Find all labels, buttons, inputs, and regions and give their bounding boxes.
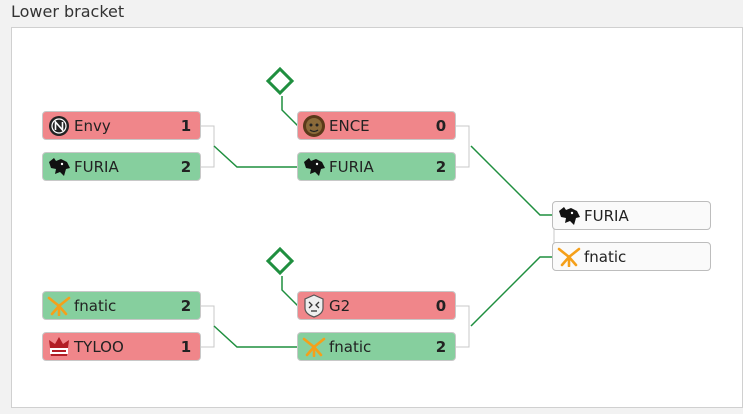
- furia-logo-icon: [556, 203, 582, 229]
- team-score: 0: [435, 116, 447, 135]
- g2-logo-icon: [301, 293, 327, 319]
- team-name: TYLOO: [74, 337, 124, 356]
- team-score: 1: [180, 337, 192, 356]
- team-score: 1: [180, 116, 192, 135]
- ence-logo-icon: [301, 113, 327, 139]
- team-score: 0: [435, 296, 447, 315]
- bracket-team-slot[interactable]: fnatic 2: [42, 291, 201, 320]
- bracket-team-slot[interactable]: G2 0: [297, 291, 456, 320]
- bracket-connectors: [201, 96, 565, 348]
- team-name: fnatic: [329, 337, 372, 356]
- fnatic-logo-icon: [46, 293, 72, 319]
- furia-logo-icon: [46, 154, 72, 180]
- team-name: FURIA: [329, 157, 374, 176]
- team-name: FURIA: [584, 206, 629, 225]
- envy-logo-icon: [46, 113, 72, 139]
- fnatic-logo-icon: [301, 334, 327, 360]
- team-name: fnatic: [74, 296, 117, 315]
- bracket-team-slot[interactable]: Envy 1: [42, 111, 201, 140]
- bracket-team-slot[interactable]: FURIA: [552, 201, 711, 230]
- section-title: Lower bracket: [11, 2, 125, 21]
- team-name: Envy: [74, 116, 111, 135]
- team-score: 2: [435, 337, 447, 356]
- furia-logo-icon: [301, 154, 327, 180]
- team-name: G2: [329, 296, 351, 315]
- bracket-panel: Envy 1 FURIA 2 fnatic 2 TYLOO 1 ENCE 0: [11, 27, 743, 408]
- tyloo-logo-icon: [46, 334, 72, 360]
- bracket-team-slot[interactable]: ENCE 0: [297, 111, 456, 140]
- team-name: fnatic: [584, 247, 627, 266]
- team-score: 2: [435, 157, 447, 176]
- team-name: ENCE: [329, 116, 370, 135]
- bracket-team-slot[interactable]: FURIA 2: [42, 152, 201, 181]
- team-score: 2: [180, 296, 192, 315]
- team-name: FURIA: [74, 157, 119, 176]
- fnatic-logo-icon: [556, 244, 582, 270]
- bracket-team-slot[interactable]: fnatic 2: [297, 332, 456, 361]
- bracket-team-slot[interactable]: TYLOO 1: [42, 332, 201, 361]
- team-score: 2: [180, 157, 192, 176]
- bracket-team-slot[interactable]: fnatic: [552, 242, 711, 271]
- bracket-team-slot[interactable]: FURIA 2: [297, 152, 456, 181]
